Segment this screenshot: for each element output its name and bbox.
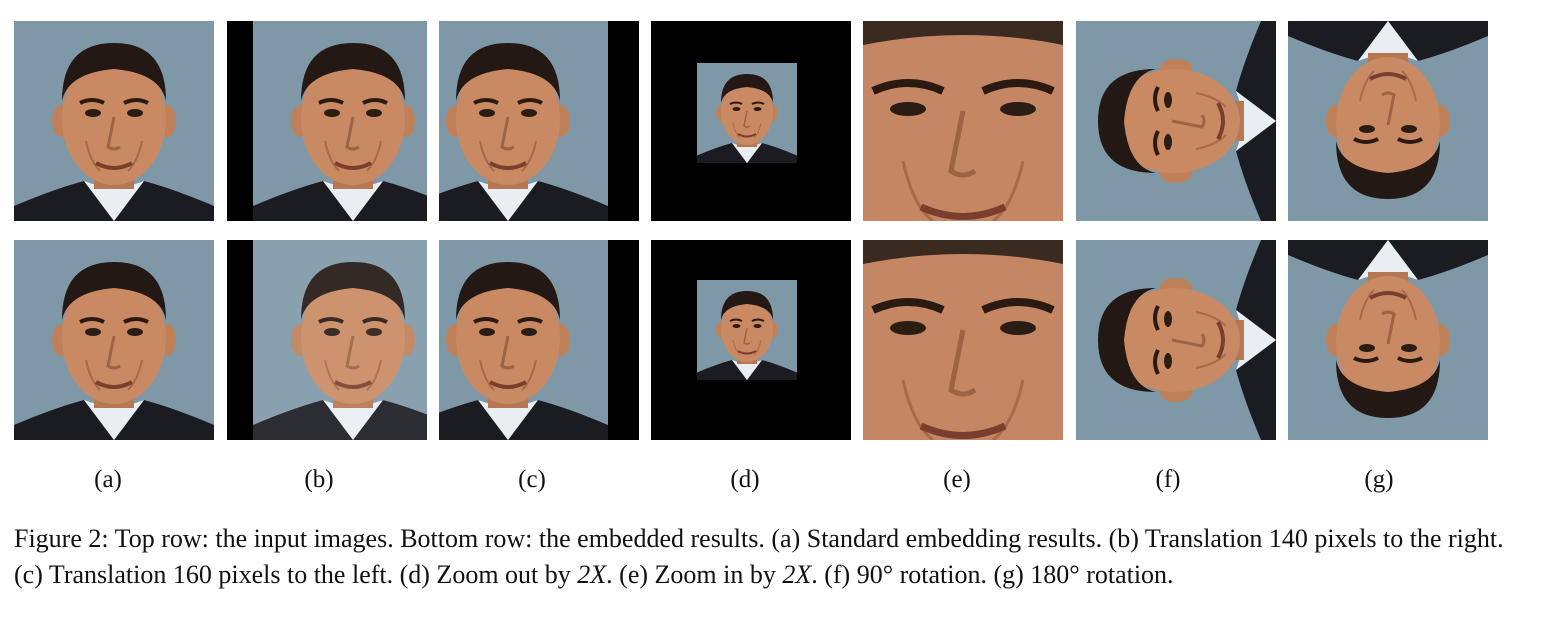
embedded-result-c [439,240,639,440]
embedded-result-b [227,240,427,440]
subfigure-label-g: (g) [1364,466,1394,493]
caption-tail: . (f) 90° rotation. (g) 180° rotation. [811,560,1174,589]
embedded-result-g [1288,240,1488,440]
embedded-result-e [863,240,1063,440]
subfigure-label-c: (c) [518,466,546,493]
subfigure-label-b: (b) [304,466,334,493]
input-image-f [1076,21,1276,221]
subfigure-label-f: (f) [1155,466,1181,493]
embedded-result-d [651,240,851,440]
subfigure-label-e: (e) [943,466,971,493]
caption-math-zoom-in: 2X [782,560,812,589]
input-image-g [1288,21,1488,221]
caption-math-zoom-out: 2X [577,560,607,589]
caption-lead: Figure 2: Top row: the input images. Bot… [14,524,1504,589]
input-image-b [227,21,427,221]
subfigure-label-a: (a) [94,466,122,493]
embedded-result-f [1076,240,1276,440]
caption-mid: . (e) Zoom in by [606,560,783,589]
input-image-c [439,21,639,221]
input-image-a [14,21,214,221]
figure-caption: Figure 2: Top row: the input images. Bot… [14,521,1514,593]
input-image-e [863,21,1063,221]
embedded-result-a [14,240,214,440]
subfigure-label-d: (d) [730,466,760,493]
input-image-d [651,21,851,221]
